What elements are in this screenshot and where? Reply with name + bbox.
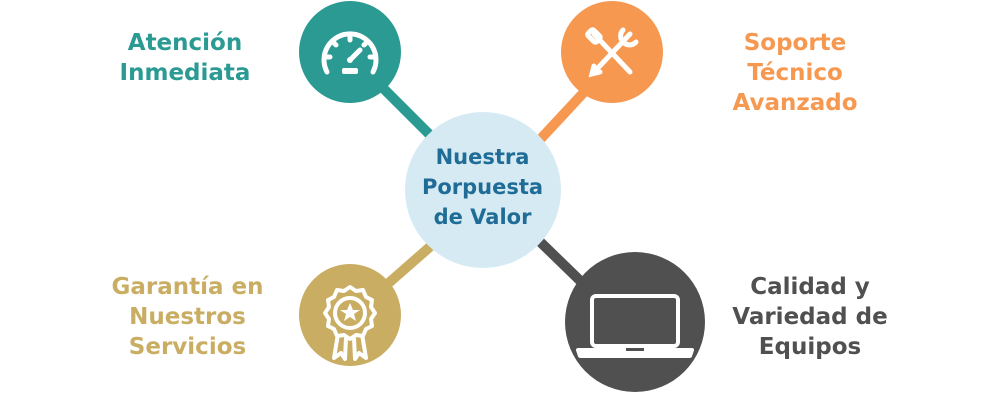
tools-icon: [585, 27, 639, 78]
label-quality: Calidad y Variedad de Equipos: [732, 274, 888, 360]
label-warranty: Garantía en Nuestros Servicios: [111, 274, 264, 360]
node-circle-attention: [299, 1, 401, 103]
label-support: Soporte Técnico Avanzado: [732, 30, 858, 116]
speedometer-icon: [321, 31, 379, 75]
laptop-icon: [576, 294, 694, 358]
node-circle-quality: [565, 252, 705, 392]
center-title: Nuestra Porpuesta de Valor: [421, 145, 544, 229]
award-ribbon-icon: [323, 285, 377, 361]
center-circle: [405, 112, 561, 268]
label-attention: Atención Inmediata: [119, 30, 251, 86]
